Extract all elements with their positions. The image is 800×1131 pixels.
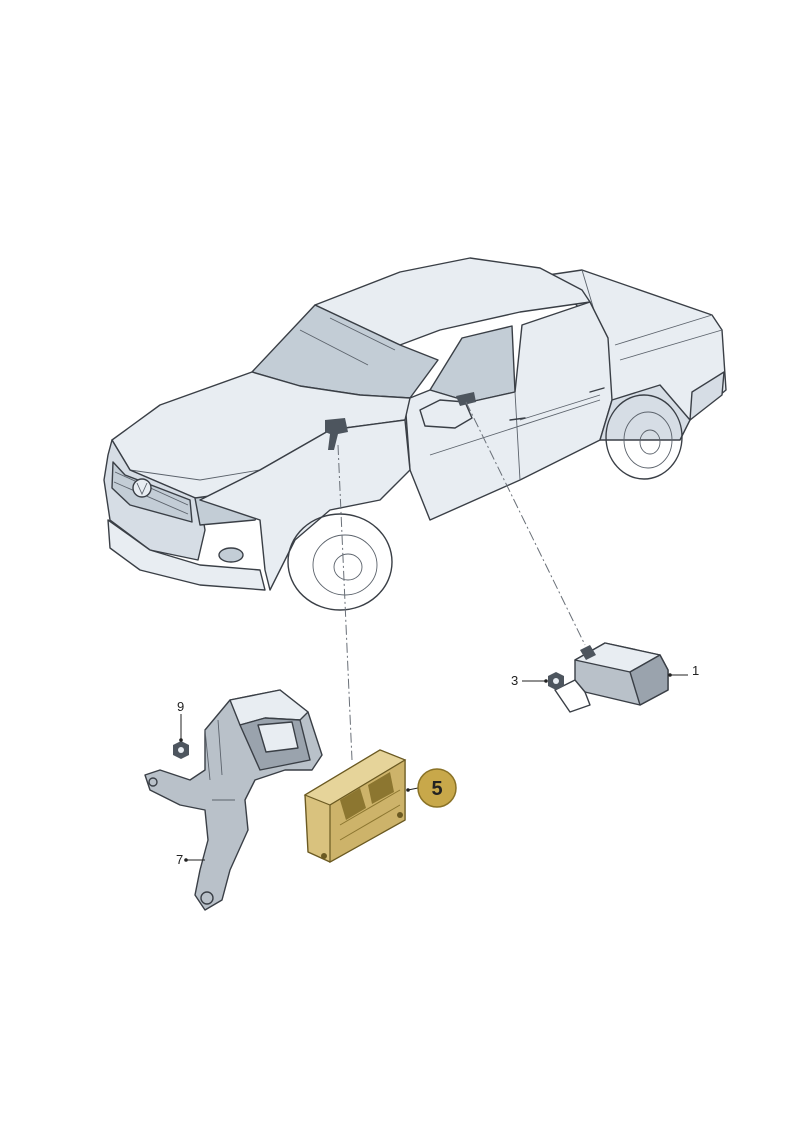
callout-1-label: 1 (692, 663, 699, 678)
callout-5-badge (417, 768, 457, 808)
part-5-control-module (303, 749, 407, 864)
callout-3-label: 3 (511, 673, 518, 688)
leader-lines (337, 401, 586, 761)
part-1-control-unit (554, 642, 669, 713)
callout-9-label: 9 (177, 699, 184, 714)
part-3-nut (548, 672, 564, 690)
callout-5-label: 5 (431, 778, 442, 800)
part-9-nut (173, 741, 189, 759)
pickup-truck (103, 257, 727, 611)
callout-7-label: 7 (176, 852, 183, 867)
part-7-bracket (144, 689, 323, 911)
callouts: 1 3 9 7 5 (176, 663, 699, 867)
